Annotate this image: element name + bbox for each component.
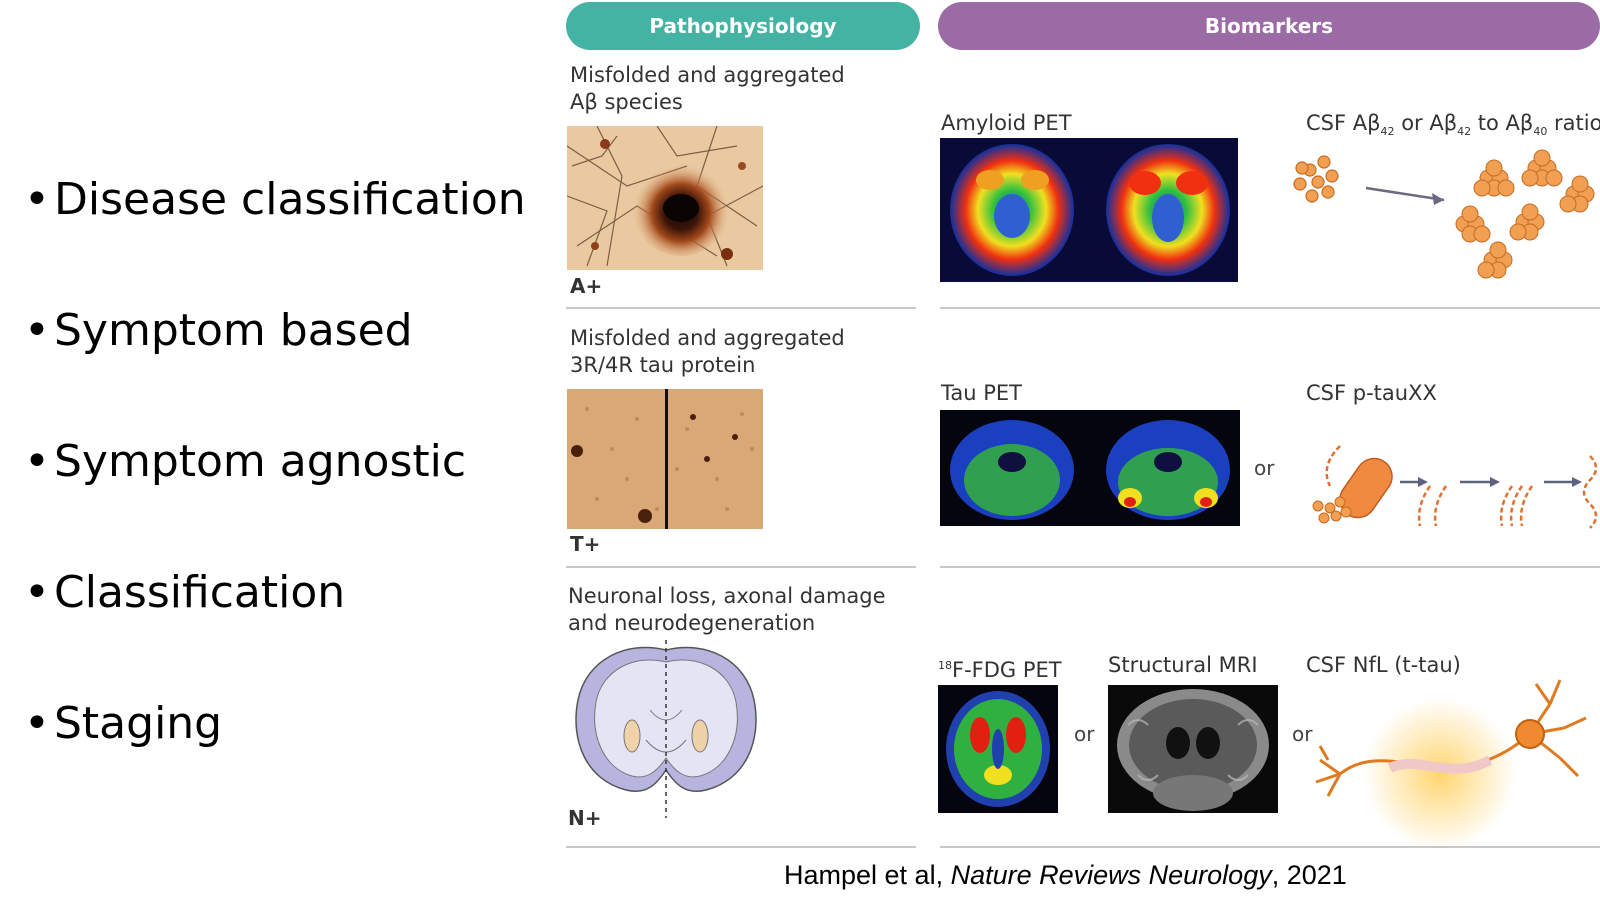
- tau-aggregation-diagram: [1312, 445, 1598, 529]
- biomarkers-header: Biomarkers: [938, 2, 1600, 50]
- neuro-or-label-1: or: [1074, 722, 1095, 746]
- neuron-axon-damage-diagram: [1315, 679, 1587, 850]
- bullet-staging: •Staging: [24, 698, 223, 749]
- row-divider-amyloid-patho: [566, 307, 916, 309]
- citation: Hampel et al, Nature Reviews Neurology, …: [784, 860, 1347, 890]
- fdg-pet-scan-image: [938, 685, 1058, 813]
- bullet-classification: •Classification: [24, 567, 346, 618]
- amyloid-pet-label: Amyloid PET: [941, 111, 1072, 135]
- neuro-or-label-2: or: [1292, 722, 1313, 746]
- bullet-disease-classification: •Disease classification: [24, 174, 526, 225]
- tau-pet-label: Tau PET: [941, 381, 1022, 405]
- tau-histology-image: [567, 389, 763, 529]
- bullet-symptom-based: •Symptom based: [24, 305, 413, 356]
- amyloid-plaque-histology-image: [567, 126, 763, 270]
- structural-mri-image: [1108, 685, 1278, 813]
- structural-mri-label: Structural MRI: [1108, 653, 1258, 677]
- csf-nfl-label: CSF NfL (t-tau): [1306, 653, 1461, 677]
- amyloid-tag: A+: [570, 274, 603, 298]
- tau-csf-label: CSF p-tauXX: [1306, 381, 1437, 405]
- row-divider-tau-patho: [566, 566, 916, 568]
- bullet-symptom-agnostic: •Symptom agnostic: [24, 436, 467, 487]
- row-divider-neuro-patho: [566, 846, 916, 848]
- pathophysiology-header: Pathophysiology: [566, 2, 920, 50]
- amyloid-pet-scan-image: [940, 138, 1238, 282]
- row-divider-amyloid-bio: [940, 307, 1600, 309]
- tau-tag: T+: [570, 532, 601, 556]
- amyloid-csf-label: CSF Aβ42 or Aβ42 to Aβ40 ratio: [1306, 111, 1600, 139]
- brain-coronal-section-diagram: [575, 640, 757, 818]
- neuro-tag: N+: [568, 806, 602, 830]
- row-divider-neuro-bio: [940, 846, 1600, 848]
- fdg-pet-label: 18F-FDG PET: [938, 658, 1062, 682]
- tau-pet-scan-image: [940, 410, 1240, 526]
- tau-or-label: or: [1254, 456, 1275, 480]
- row-divider-tau-bio: [940, 566, 1600, 568]
- amyloid-aggregation-diagram: [1293, 149, 1595, 279]
